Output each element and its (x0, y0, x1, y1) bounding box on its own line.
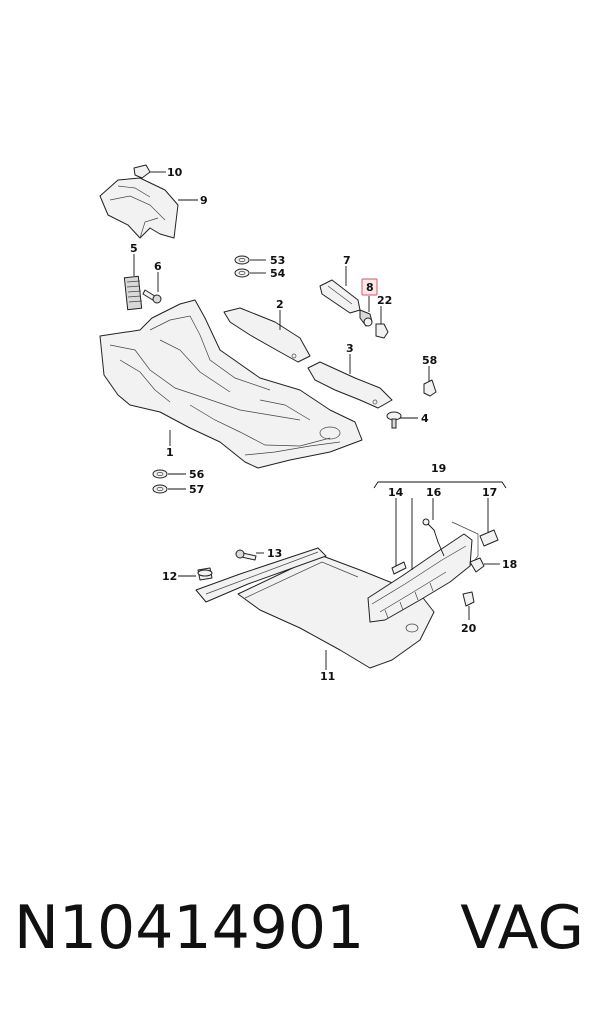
callout-19[interactable]: 19 (431, 462, 446, 475)
callout-56[interactable]: 56 (189, 468, 205, 481)
part-5-insert (123, 275, 143, 311)
callout-12[interactable]: 12 (162, 570, 177, 583)
part-6-screw (142, 289, 162, 304)
callout-57[interactable]: 57 (189, 483, 204, 496)
part-number: N10414901 (14, 893, 365, 963)
callout-13[interactable]: 13 (267, 547, 282, 560)
callout-58[interactable]: 58 (422, 354, 437, 367)
part-57-washer (152, 484, 168, 494)
callout-53[interactable]: 53 (270, 254, 285, 267)
part-58-cap (423, 379, 437, 397)
part-10-clip (133, 164, 151, 179)
callout-2[interactable]: 2 (276, 298, 284, 311)
part-2-mat (223, 307, 311, 363)
callout-54[interactable]: 54 (270, 267, 286, 280)
part-bracket-strip (195, 547, 327, 603)
part-12-bolt (197, 567, 213, 581)
callout-5[interactable]: 5 (130, 242, 138, 255)
part-56-washer (152, 469, 168, 479)
part-17-cap (479, 529, 499, 547)
part-9-heat-shield (99, 177, 179, 239)
part-8-bolt (359, 309, 373, 327)
callout-3[interactable]: 3 (346, 342, 354, 355)
callout-8[interactable]: 8 (366, 281, 374, 294)
part-4-clip (386, 411, 402, 429)
callout-14[interactable]: 14 (388, 486, 404, 499)
part-1-underbody-panel (99, 299, 363, 469)
part-53-washer (234, 255, 250, 265)
part-13-screw (235, 549, 257, 561)
part-7-cover (319, 279, 361, 314)
callout-18[interactable]: 18 (502, 558, 517, 571)
callout-1[interactable]: 1 (166, 446, 174, 459)
part-22-nut (375, 323, 389, 339)
callout-6[interactable]: 6 (154, 260, 162, 273)
callout-7[interactable]: 7 (343, 254, 351, 267)
leader-lines (133, 171, 507, 670)
part-18-bracket (469, 557, 485, 573)
callout-11[interactable]: 11 (320, 670, 335, 683)
callout-22[interactable]: 22 (377, 294, 392, 307)
callout-10[interactable]: 10 (167, 166, 183, 179)
highlight-box-8 (361, 278, 378, 296)
part-16-cable (422, 518, 445, 557)
part-54-washer (234, 268, 250, 278)
callout-9[interactable]: 9 (200, 194, 208, 207)
callout-labels: 10 9 5 6 53 54 7 8 22 2 3 58 4 1 56 57 1… (130, 166, 517, 683)
callout-17[interactable]: 17 (482, 486, 497, 499)
part-14-label (391, 561, 407, 575)
part-20-nut (462, 591, 475, 607)
callout-4[interactable]: 4 (421, 412, 429, 425)
callout-20[interactable]: 20 (461, 622, 477, 635)
callout-16[interactable]: 16 (426, 486, 442, 499)
part-11-lower-panel (237, 554, 435, 669)
part-3-mat (307, 361, 393, 409)
brand-name: VAG (460, 893, 584, 963)
